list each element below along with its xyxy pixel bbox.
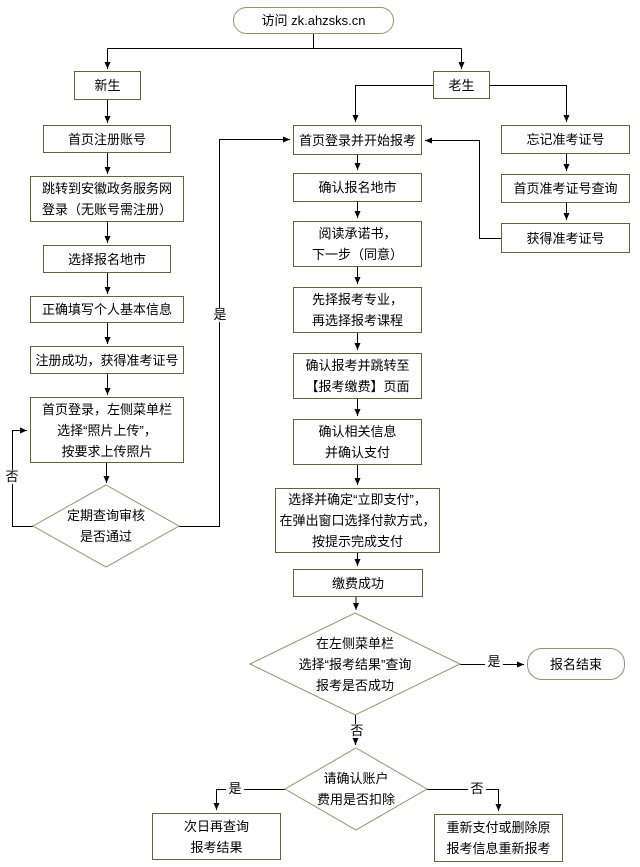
node-register-success: 注册成功，获得准考证号 — [30, 346, 184, 374]
node-confirm-city: 确认报名地市 — [293, 173, 422, 202]
connector-old-login — [352, 85, 433, 122]
node-confirm-info-pay: 确认相关信息 并确认支付 — [293, 419, 422, 465]
connector-fee-yes-nextday — [213, 789, 285, 810]
node-upload-photo: 首页登录，左侧菜单栏 选择“照片上传”， 按要求上传照片 — [30, 397, 184, 463]
edge-label-no-review: 否 — [3, 470, 21, 484]
node-fill-info: 正确填写个人基本信息 — [30, 296, 184, 323]
connector-review-yes-login — [179, 136, 290, 527]
node-confirm-jump-pay: 确认报考并跳转至 【报考缴费】页面 — [293, 353, 422, 399]
node-old-student: 老生 — [433, 71, 490, 99]
node-new-student: 新生 — [74, 71, 141, 100]
connector-got-login — [425, 137, 501, 239]
connector-old-forgot — [490, 85, 570, 122]
decision-result-label: 在左侧菜单栏 选择“报考结果”查询 报考是否成功 — [298, 635, 412, 693]
node-register-account: 首页注册账号 — [43, 125, 171, 153]
node-select-city: 选择报名地市 — [43, 245, 171, 273]
node-forgot-number: 忘记准考证号 — [501, 125, 630, 154]
connector-start-split — [107, 34, 462, 49]
edge-label-no-result: 否 — [348, 724, 366, 738]
node-read-commitment: 阅读承诺书， 下一步（同意） — [293, 221, 422, 267]
edge-label-no-fee: 否 — [468, 782, 486, 796]
edge-label-yes-result: 是 — [485, 655, 503, 669]
node-got-number: 获得准考证号 — [501, 223, 630, 253]
node-choose-major: 先择报考专业， 再选择报考课程 — [293, 287, 422, 333]
decision-review-label: 定期查询审核 是否通过 — [66, 508, 145, 544]
decision-result-shape — [248, 612, 462, 716]
edge-label-yes-review: 是 — [211, 308, 229, 322]
start-node: 访问 zk.ahzsks.cn — [233, 7, 394, 34]
node-query-number: 首页准考证号查询 — [501, 174, 630, 203]
end-node: 报名结束 — [527, 648, 625, 680]
node-query-next-day: 次日再查询 报考结果 — [152, 813, 281, 860]
node-repay-or-delete: 重新支付或删除原 报考信息重新报考 — [434, 814, 563, 862]
decision-fee-label: 请确认账户 费用是否扣除 — [316, 771, 395, 807]
connector-fee-no-repay — [427, 789, 502, 811]
node-pay-now: 选择并确定“立即支付”， 在弹出窗口选择付款方式， 按提示完成支付 — [275, 488, 440, 553]
decision-review-shape — [31, 484, 181, 568]
node-login-start: 首页登录并开始报考 — [293, 125, 422, 155]
edge-label-yes-fee: 是 — [226, 782, 244, 796]
node-pay-success: 缴费成功 — [293, 569, 423, 597]
decision-fee-shape — [284, 747, 428, 831]
node-gov-login: 跳转到安徽政务服务网 登录（无账号需注册） — [30, 176, 184, 222]
